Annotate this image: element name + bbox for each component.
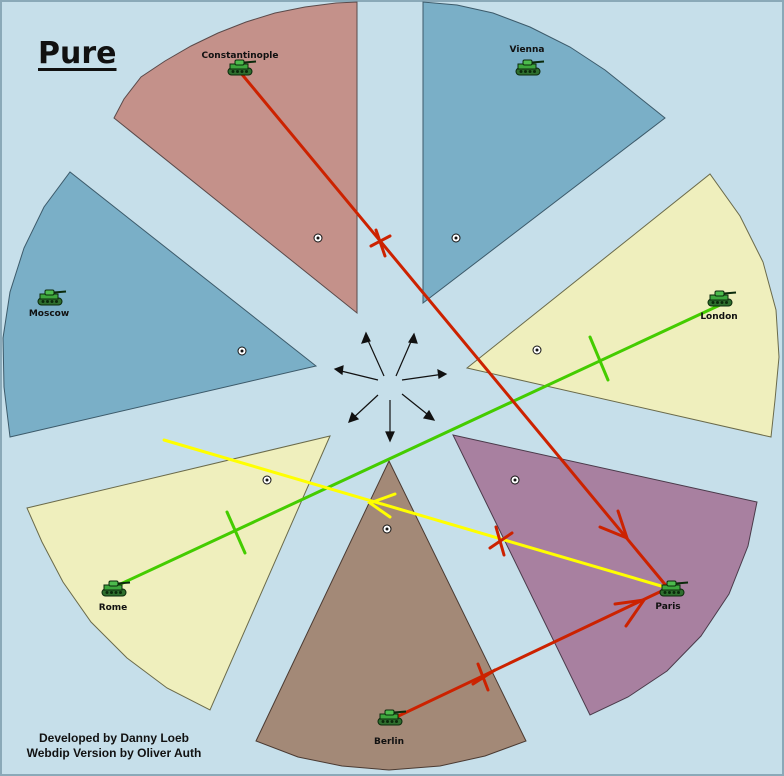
order-lines	[110, 70, 722, 722]
territory-label: Vienna	[510, 45, 545, 55]
territory-label: Paris	[655, 602, 680, 612]
support-order-line	[110, 303, 722, 590]
territory-labels: Constantinople Vienna London Paris Berli…	[29, 45, 738, 747]
move-order-line	[238, 70, 670, 590]
credits: Developed by Danny Loeb Webdip Version b…	[14, 731, 214, 761]
map-title: Pure	[38, 36, 117, 71]
territory-label: Rome	[99, 603, 128, 613]
credit-line-webdip: Webdip Version by Oliver Auth	[26, 746, 202, 760]
territory-berlin[interactable]	[255, 459, 527, 771]
territory-label: Moscow	[29, 309, 69, 319]
territory-london[interactable]	[465, 173, 780, 438]
territory-moscow[interactable]	[2, 171, 318, 438]
territory-vienna[interactable]	[422, 1, 666, 305]
failed-order-x-icon	[369, 228, 514, 692]
territory-label: London	[700, 312, 737, 322]
territory-label: Berlin	[374, 737, 404, 747]
territory-rome[interactable]	[26, 435, 331, 711]
move-order-line	[162, 438, 670, 590]
territory-label: Constantinople	[202, 51, 279, 61]
territory-paris[interactable]	[452, 434, 758, 716]
move-order-line	[388, 586, 670, 722]
credit-line-developer: Developed by Danny Loeb	[38, 731, 190, 745]
center-direction-arrows	[333, 331, 448, 443]
territory-constantinople[interactable]	[113, 1, 358, 315]
